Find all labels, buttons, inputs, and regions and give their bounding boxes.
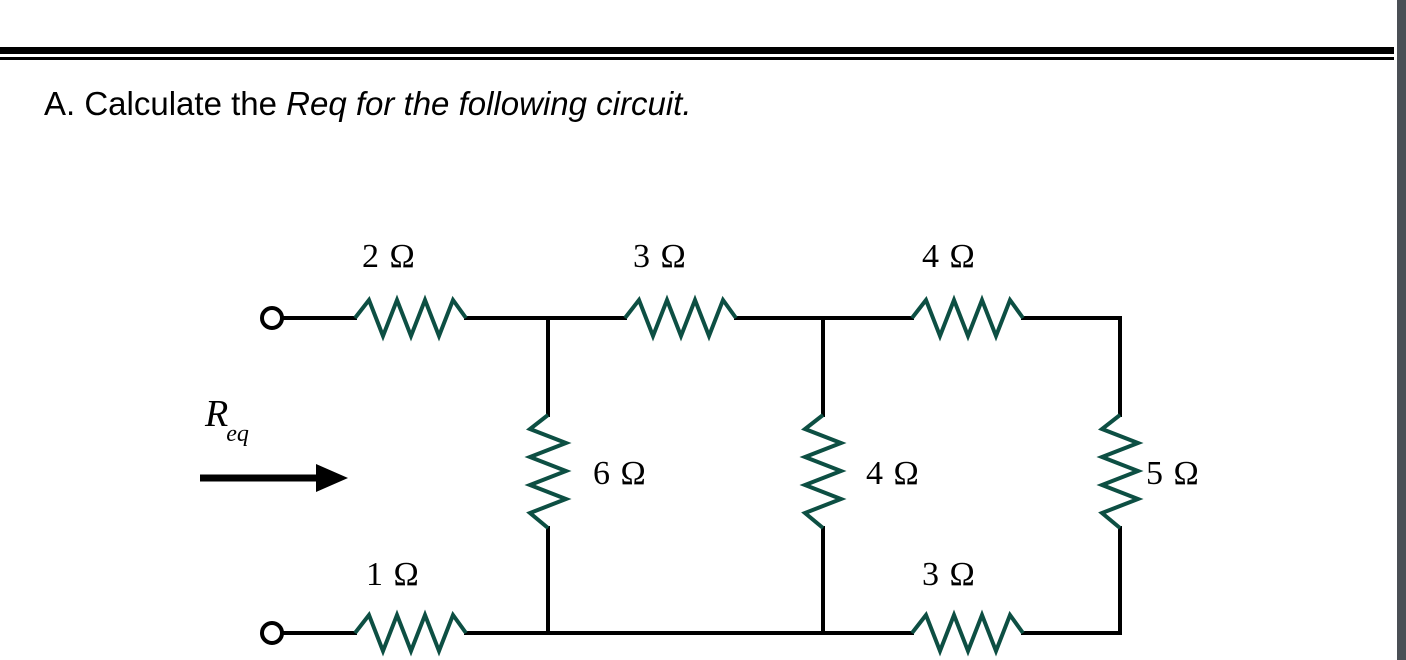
label-resistor-1ohm: 1 Ω <box>366 556 420 593</box>
req-direction-arrow <box>200 464 348 492</box>
header-rule-thin <box>0 57 1397 60</box>
input-terminal-bottom <box>260 621 284 645</box>
req-subscript: eq <box>226 420 249 447</box>
resistor-4ohm-top <box>910 294 1025 342</box>
resistor-5ohm <box>1096 413 1144 530</box>
req-label: Req <box>205 392 251 447</box>
label-resistor-6ohm: 6 Ω <box>593 455 647 492</box>
label-resistor-4ohm-top: 4 Ω <box>922 238 976 275</box>
resistor-6ohm <box>524 413 572 530</box>
page-title-emphasis: Req for the following circuit. <box>286 85 692 122</box>
page-title-prefix: A. Calculate the <box>44 85 287 122</box>
input-terminal-top <box>260 306 284 330</box>
req-symbol: R <box>205 393 229 435</box>
label-resistor-2ohm: 2 Ω <box>362 238 416 275</box>
page-edge-spacer <box>1394 0 1397 660</box>
resistor-3ohm-bottom <box>910 609 1025 657</box>
label-resistor-4ohm-shunt: 4 Ω <box>866 455 920 492</box>
label-resistor-3ohm-top: 3 Ω <box>633 238 687 275</box>
resistor-1ohm <box>353 609 468 657</box>
viewer-right-gutter[interactable] <box>1397 0 1406 660</box>
label-resistor-3ohm-bottom: 3 Ω <box>922 556 976 593</box>
resistor-3ohm-top <box>623 294 738 342</box>
resistor-2ohm <box>353 294 468 342</box>
page-title: A. Calculate the Req for the following c… <box>44 84 692 124</box>
header-rule-thick <box>0 47 1397 54</box>
resistor-4ohm-shunt <box>799 413 847 530</box>
label-resistor-5ohm: 5 Ω <box>1146 455 1200 492</box>
